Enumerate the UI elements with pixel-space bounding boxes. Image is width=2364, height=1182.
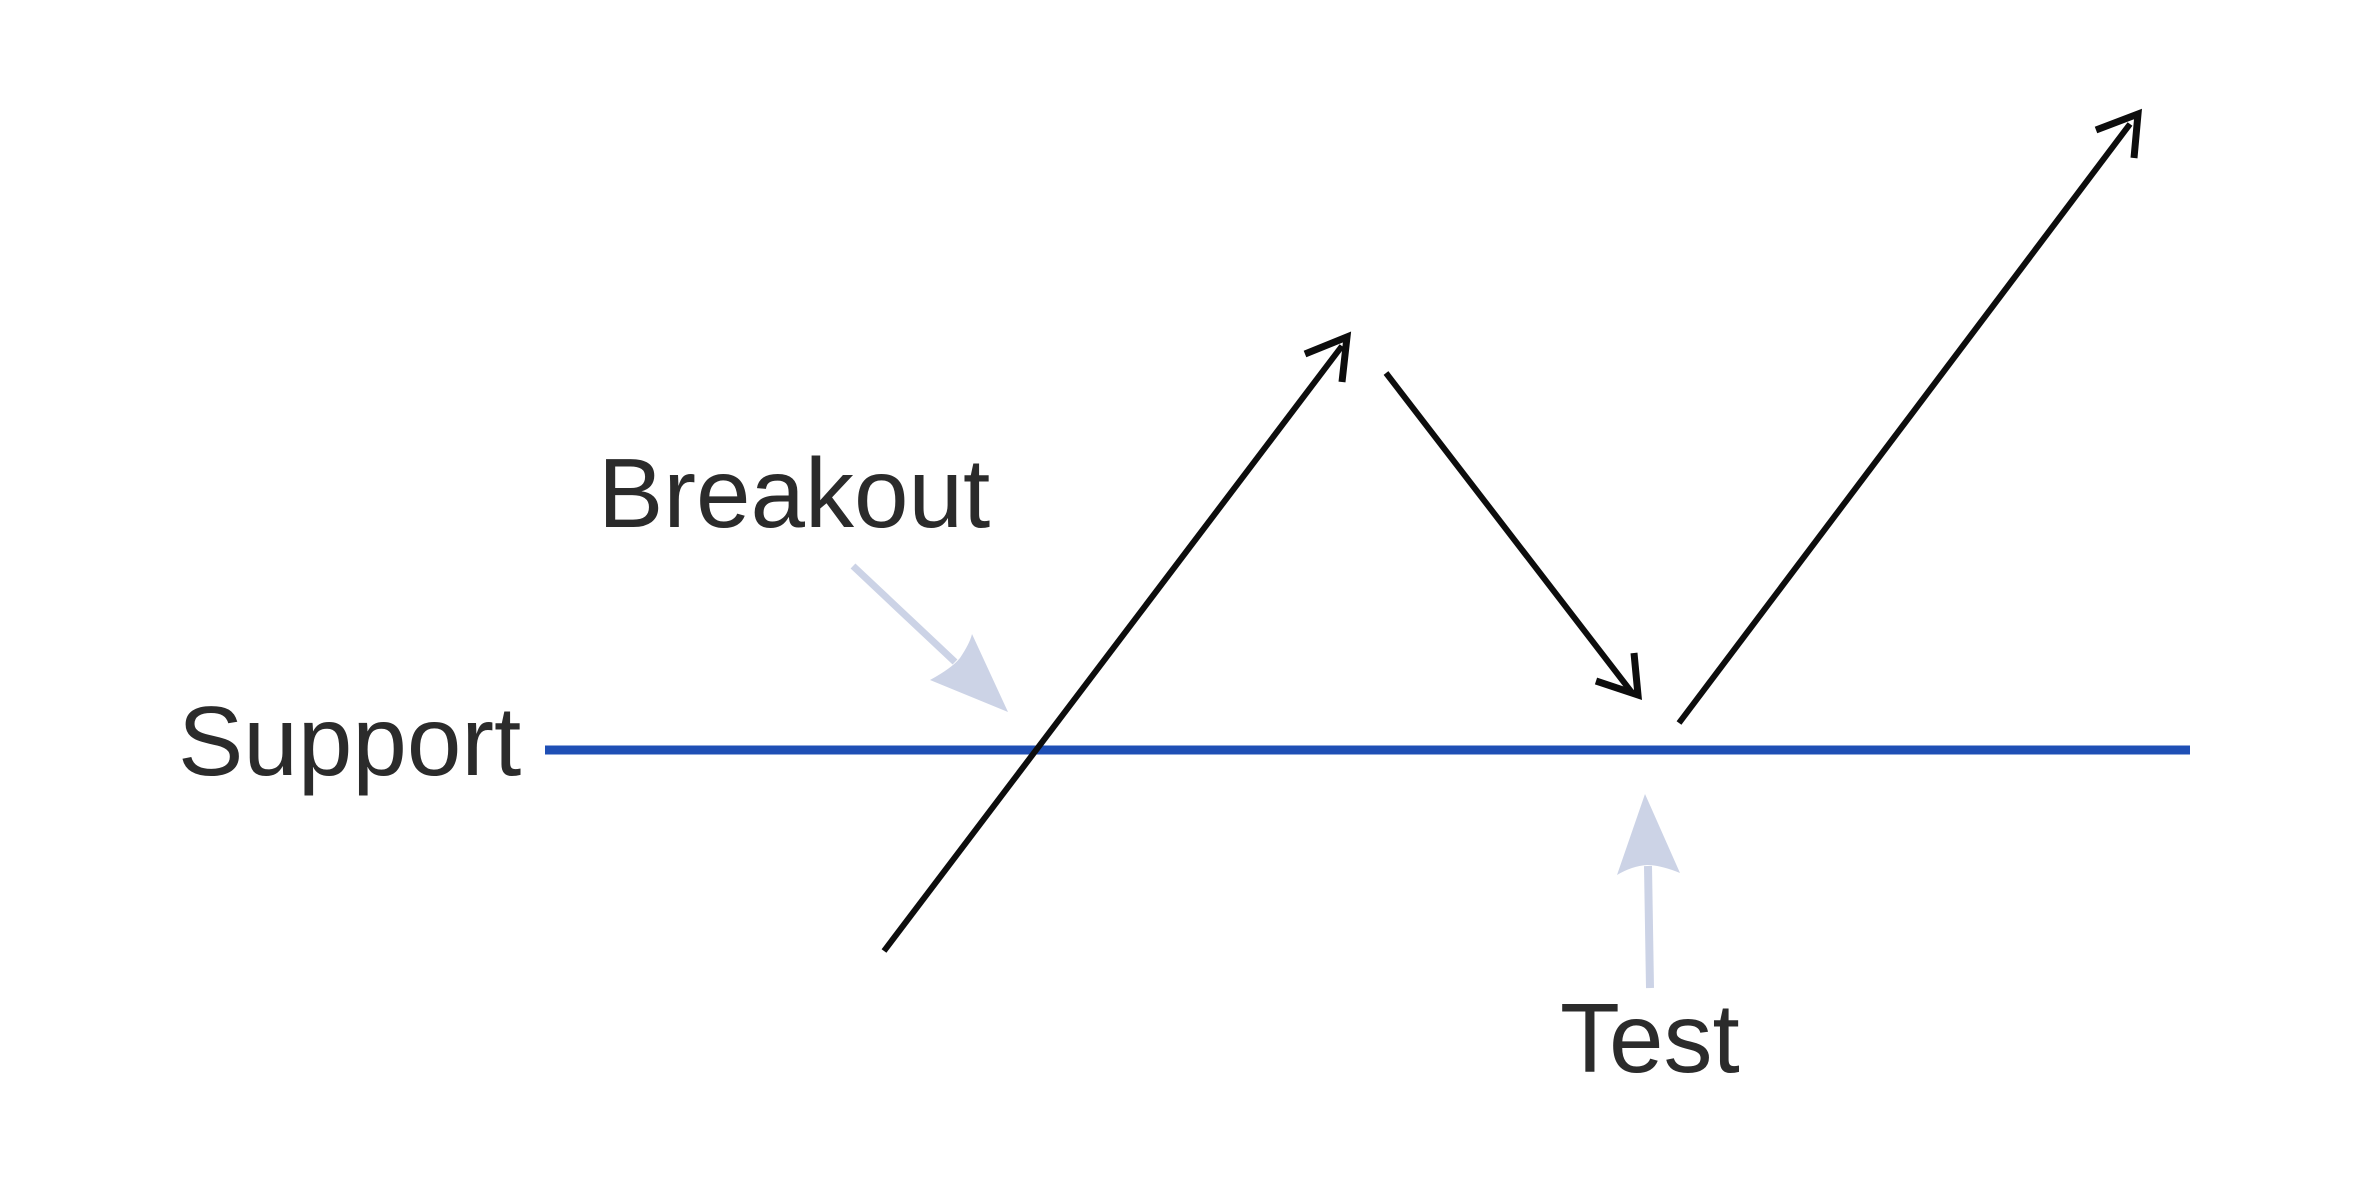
price-arrow-up-breakout bbox=[881, 331, 1352, 953]
support-label: Support bbox=[178, 686, 521, 796]
test-label: Test bbox=[1560, 983, 1740, 1093]
price-arrow-down-retest bbox=[1383, 371, 1642, 701]
test-pointer-arrow bbox=[1617, 794, 1680, 989]
breakout-label: Breakout bbox=[598, 438, 990, 548]
breakout-pointer-arrow bbox=[850, 563, 1008, 712]
price-arrow-up-continuation bbox=[1676, 108, 2142, 725]
